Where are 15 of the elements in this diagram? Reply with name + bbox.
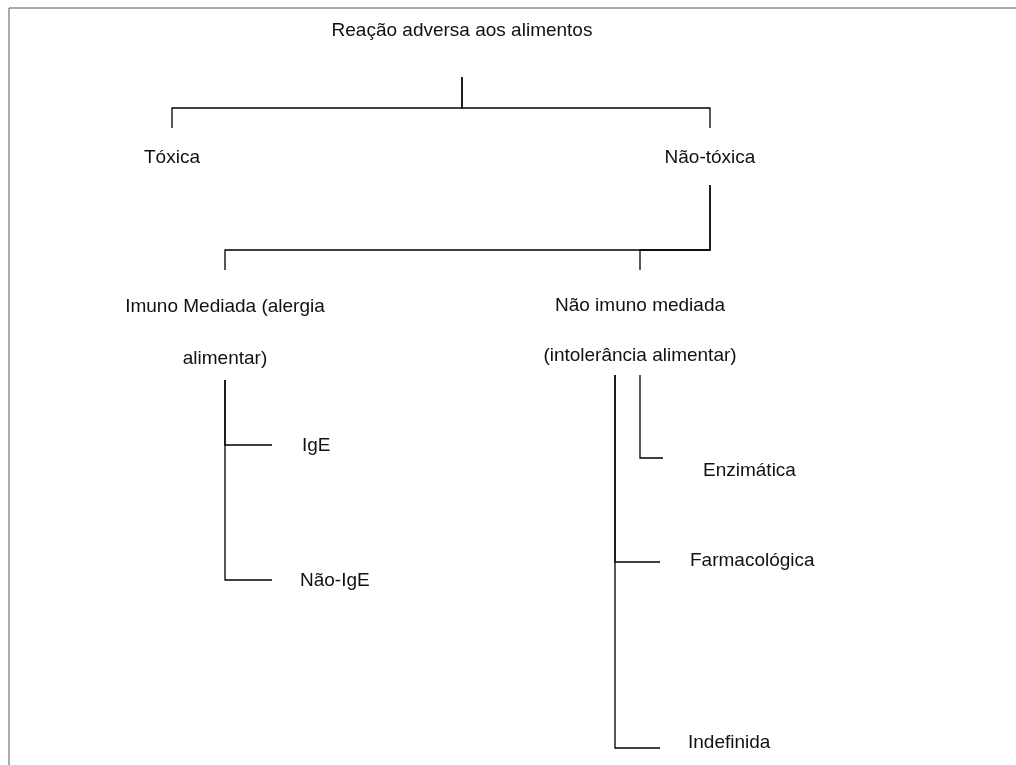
connector-line	[639, 374, 664, 459]
node-label: Não-tóxica	[664, 144, 756, 169]
connector-line	[461, 76, 711, 129]
node-label: Não imuno mediada (intolerância alimentar)	[542, 293, 738, 367]
node-label: Imuno Mediada (alergia alimentar)	[124, 294, 326, 370]
node-label: Tóxica	[144, 144, 200, 169]
connector-line	[639, 184, 711, 271]
connector-line	[614, 374, 661, 749]
node-label: Indefinida	[688, 730, 771, 754]
connector-line	[224, 379, 273, 581]
node-label: Farmacológica	[690, 548, 815, 572]
node-label: IgE	[302, 433, 331, 457]
node-label: Não-IgE	[300, 568, 370, 592]
node-label: Reação adversa aos alimentos	[331, 18, 593, 42]
node-label: Enzimática	[703, 458, 796, 482]
